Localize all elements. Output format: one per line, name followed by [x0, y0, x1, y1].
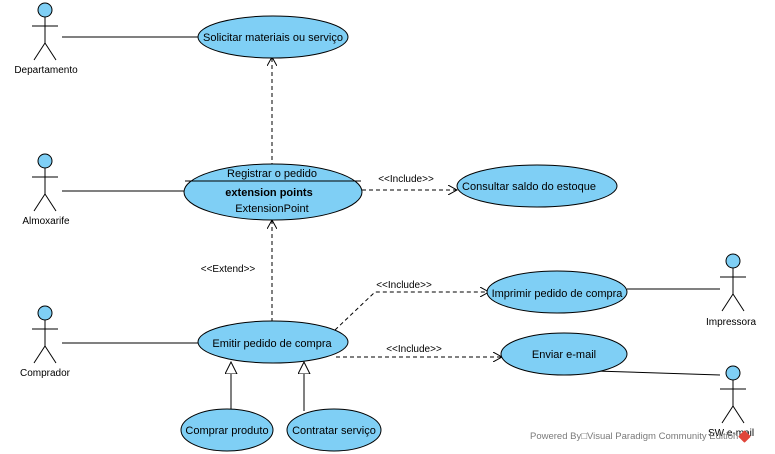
actor-head: [37, 2, 53, 18]
stereotype-include-enviar: <<Include>>: [386, 344, 442, 355]
stereotype-include-consultar: <<Include>>: [378, 174, 434, 185]
actor-label-impressora: Impressora: [706, 317, 756, 328]
label-emitir: Emitir pedido de compra: [212, 338, 332, 350]
usecase-comprar[interactable]: [180, 408, 274, 452]
assoc-enviar-swemail: [594, 370, 721, 376]
label-registrar: Registrar o pedido: [227, 168, 317, 180]
actor-label-comprador: Comprador: [20, 368, 71, 379]
actor-head: [37, 305, 53, 321]
usecase-enviar[interactable]: [500, 332, 628, 376]
usecase-consultar[interactable]: [456, 164, 618, 208]
label-consultar: Consultar saldo do estoque: [462, 181, 596, 193]
watermark-text: Powered By□Visual Paradigm Community Edi…: [530, 431, 739, 442]
label-enviar: Enviar e-mail: [532, 349, 596, 361]
actor-departamento[interactable]: [32, 2, 58, 61]
actor-head: [725, 253, 741, 269]
label-comprar: Comprar produto: [185, 425, 268, 437]
label-registrar-ext-title: extension points: [225, 187, 312, 199]
usecase-imprimir[interactable]: [486, 270, 628, 314]
usecase-registrar[interactable]: [183, 163, 363, 221]
label-contratar: Contratar serviço: [292, 425, 376, 437]
label-solicitar: Solicitar materiais ou serviço: [203, 32, 343, 44]
include-emitir-imprimir: [334, 292, 489, 331]
label-registrar-ext-point: ExtensionPoint: [235, 203, 308, 215]
actor-impressora[interactable]: [720, 253, 746, 312]
use-cases: [180, 15, 628, 452]
stereotype-include-imprimir: <<Include>>: [376, 280, 432, 291]
usecase-contratar[interactable]: [286, 408, 382, 452]
usecase-emitir[interactable]: [197, 320, 349, 364]
use-case-labels: Solicitar materiais ou serviço Registrar…: [185, 32, 623, 437]
actor-sw-email[interactable]: [720, 365, 746, 424]
stereotype-labels: <<Include>> <<Extend>> <<Include>> <<Inc…: [201, 174, 442, 355]
actor-label-sw-email: SW e-mail: [708, 428, 754, 439]
associations: [62, 36, 721, 376]
actor-head: [725, 365, 741, 381]
usecase-solicitar[interactable]: [197, 15, 349, 59]
generalizations: [231, 362, 304, 411]
actor-label-departamento: Departamento: [14, 65, 78, 76]
actor-almoxarife[interactable]: [32, 153, 58, 212]
actor-head: [37, 153, 53, 169]
stereotype-extend: <<Extend>>: [201, 264, 256, 275]
dependencies: [272, 57, 502, 357]
actor-comprador[interactable]: [32, 305, 58, 364]
watermark: Powered By□Visual Paradigm Community Edi…: [530, 430, 752, 443]
actor-label-almoxarife: Almoxarife: [22, 216, 70, 227]
visual-paradigm-logo-icon: [738, 430, 752, 443]
label-imprimir: Imprimir pedido de compra: [492, 288, 624, 300]
